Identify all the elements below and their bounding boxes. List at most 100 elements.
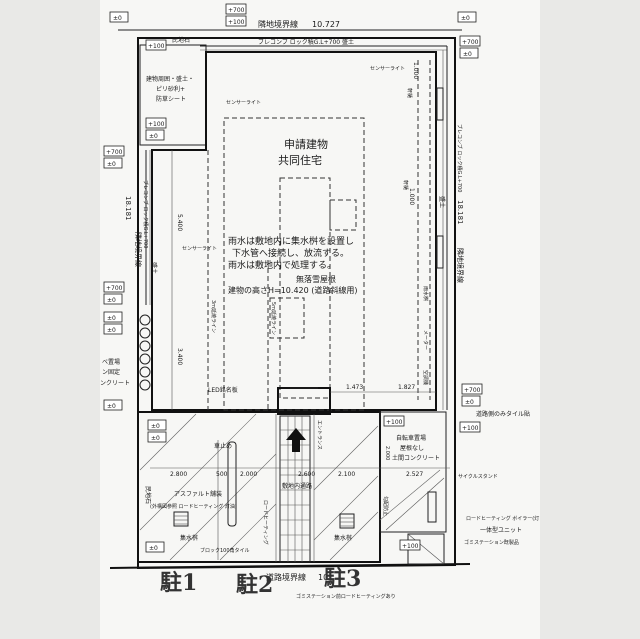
left-boundary-label: 隣地境界線 [134, 232, 143, 267]
svg-text:±0: ±0 [107, 327, 116, 334]
snow-roof-label: 無落雪屋根 [296, 274, 336, 284]
gravel-label-1: 建物周囲・盛土・ [146, 75, 194, 83]
right-fill-label: 盛土 [438, 196, 446, 208]
left-side-label-2: ン固定 [102, 368, 120, 376]
svg-text:+100: +100 [148, 121, 165, 128]
parking-hatch [139, 413, 379, 561]
eaves-label-2: 軒樋 [402, 180, 409, 190]
catch-basin-1-label: 集水桝 [180, 534, 198, 542]
svg-text:±0: ±0 [149, 133, 158, 140]
bike-stand [427, 491, 437, 523]
boiler-sub-label: 一体型ユニット [480, 526, 522, 534]
svg-text:±0: ±0 [151, 423, 160, 430]
wheel-stop [227, 441, 237, 527]
room-dashed [269, 297, 305, 339]
right-boundary-label: 隣地境界線 [456, 248, 465, 283]
road-tile-label: 道路側のみタイル貼 [476, 410, 530, 418]
bike-parking-title: 自転車置場 [396, 434, 426, 442]
fire-line-5m-label: 5m延焼ライン [270, 302, 277, 335]
svg-text:±0: ±0 [107, 403, 116, 410]
dim-2000b-label: 2.000 [384, 446, 390, 460]
dim-2527-label: 2.527 [406, 471, 423, 478]
cycle-stand-label: サイクルスタンド [458, 473, 498, 480]
gravel-label-3: 防草シート [156, 95, 186, 103]
note-line-2: 下水管へ接続し、放流する。 [232, 247, 349, 259]
bike-parking-roof: 屋根なし [400, 444, 424, 452]
elevation-tags: ±0 +700 +100 +100 ±0 +700 ±0 +100 ±0 +70… [103, 3, 483, 553]
svg-text:+700: +700 [462, 39, 479, 46]
svg-text:+100: +100 [148, 43, 165, 50]
core-dashed [279, 177, 331, 399]
svg-text:±0: ±0 [461, 15, 470, 22]
left-wall-label: ブレコンブ ロック積G.L+700 [142, 180, 149, 248]
boiler-label: ロードヒーティング ボイラー(灯 [466, 515, 539, 522]
dim-500-label: 500 [216, 471, 228, 478]
bike-parking-floor: 土間コンクリート [392, 454, 440, 462]
note-line-3: 雨水は敷地内で処理する。 [228, 259, 336, 271]
parking-stamp-2: 駐2 [236, 572, 273, 598]
stone-left-label: 民地石 [144, 486, 152, 504]
stair-dashed [329, 199, 357, 231]
block-tile-label: ブロック100角タイル [200, 547, 250, 554]
fire-line-3m-label: 3m延焼ライン [210, 300, 217, 333]
right-boundary-length: 18.181 [456, 200, 464, 225]
eaves-label: 軒樋 [406, 88, 413, 98]
svg-text:±0: ±0 [463, 51, 472, 58]
catch-basin-2 [339, 513, 355, 529]
dim-1473-label: 1.473 [346, 384, 363, 391]
svg-text:+700: +700 [228, 7, 245, 14]
left-planting [139, 314, 151, 391]
building-title: 申請建物 [284, 137, 328, 151]
bottom-boundary-line [109, 563, 471, 569]
paper-sheet [100, 0, 540, 639]
left-side-label-1: ベ置場 [102, 358, 120, 366]
svg-text:±0: ±0 [107, 297, 116, 304]
window-right-2 [436, 235, 444, 269]
dim-2800-label: 2.800 [170, 471, 187, 478]
dim-5400-label: 5.400 [176, 214, 183, 231]
left-fill-label: 盛土 [150, 262, 158, 274]
parking-stamp-1: 駐1 [160, 570, 197, 596]
top-wall-label: ブレコンブ ロック積G.L+700 [258, 38, 340, 46]
svg-text:+100: +100 [402, 543, 419, 550]
svg-text:±0: ±0 [113, 15, 122, 22]
note-line-1: 雨水は敷地内に集水桝を設置し [228, 235, 354, 247]
building-height-label: 建物の高さH=10.420 (道路斜線用) [228, 285, 358, 295]
building-subtitle: 共同住宅 [278, 153, 322, 167]
top-boundary-label: 隣地境界線 [258, 19, 298, 29]
ac-label: 空調機 [422, 370, 429, 385]
bottom-boundary-label: 道路境界線 [266, 572, 306, 582]
walkway-tiles [279, 415, 311, 563]
slope-label: 勾配防止 [382, 496, 389, 516]
dim-1000-label-b: 1.000 [408, 188, 415, 205]
asphalt-sub-label: (外構図参照 ロードヒーティング 灯油) [150, 503, 237, 510]
dim-2600-label: 2.600 [298, 471, 315, 478]
sensor-light-2: センサーライト [226, 100, 261, 106]
svg-text:+700: +700 [106, 149, 123, 156]
led-sign-label: LED銘名板 [208, 386, 238, 394]
sensor-light-1: センサーライト [370, 66, 405, 72]
window-right-1 [436, 87, 444, 121]
stone-wall-label: 民地石 [172, 36, 190, 44]
dim-2100-label: 2.100 [338, 471, 355, 478]
dim-1827-label: 1.827 [398, 384, 415, 391]
svg-text:±0: ±0 [151, 435, 160, 442]
svg-text:±0: ±0 [107, 161, 116, 168]
svg-text:+100: +100 [462, 425, 479, 432]
car-stop-label: 車止め [214, 442, 232, 450]
building-outline [151, 51, 437, 411]
asphalt-label: アスファルト舗装 [174, 490, 222, 498]
svg-text:+100: +100 [386, 419, 403, 426]
parking-stamp-3: 駐3 [324, 566, 361, 592]
catch-basin-1 [173, 511, 189, 527]
left-boundary-length: 18.181 [124, 196, 132, 221]
svg-text:±0: ±0 [465, 399, 474, 406]
gravel-label-2: ピリ砂利+ [156, 85, 185, 93]
svg-text:+700: +700 [106, 285, 123, 292]
right-wall-label: ブレコンブ ロック積G.L+700 [456, 124, 463, 192]
svg-text:+700: +700 [464, 387, 481, 394]
svg-text:±0: ±0 [107, 315, 116, 322]
svg-text:+100: +100 [228, 19, 245, 26]
bike-parking [379, 411, 447, 533]
